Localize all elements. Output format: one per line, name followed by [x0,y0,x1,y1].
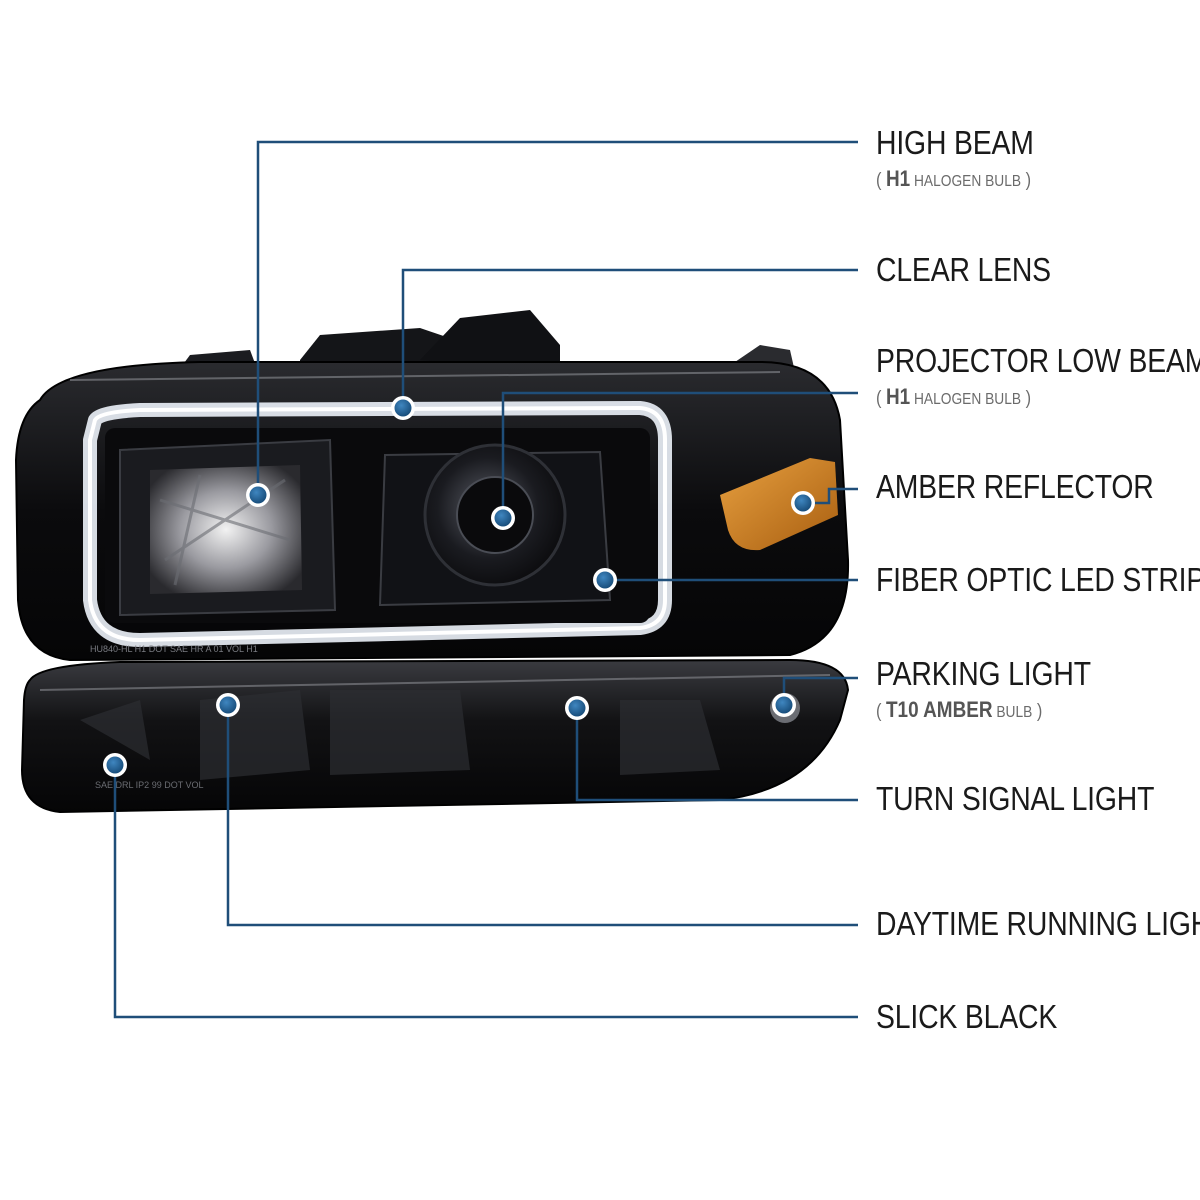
label-high-beam: HIGH BEAM ( H1 HALOGEN BULB ) [876,124,1059,192]
callout-line-projector-low-beam [501,391,858,518]
label-title: DAYTIME RUNNING LIGHT [876,905,1200,942]
callout-line-clear-lens [401,268,858,408]
headlight-marking: HU840-HL H1 DOT SAE HR A 01 VOL H1 [90,644,258,654]
callout-line-slick-black [113,765,858,1019]
label-title: SLICK BLACK [876,998,1058,1035]
callout-dots [103,396,815,777]
label-fiber-optic-led-strip: FIBER OPTIC LED STRIP [876,561,1200,599]
callout-line-turn-signal [575,708,858,802]
label-subtitle: ( T10 AMBER BULB ) [876,697,1043,722]
callout-dot-clear-lens [391,396,415,420]
label-projector-low-beam: PROJECTOR LOW BEAM ( H1 HALOGEN BULB ) [876,342,1200,410]
headlight-housing: HU840-HL H1 DOT SAE HR A 01 VOL H1 [14,361,850,662]
callout-dot-slick-black [103,753,127,777]
label-title: PROJECTOR LOW BEAM [876,342,1200,379]
bumper-light-housing: SAE DRL IP2 99 DOT VOL [20,658,850,814]
label-title: TURN SIGNAL LIGHT [876,780,1155,817]
callout-dot-parking-light [772,693,796,717]
label-subtitle: ( H1 HALOGEN BULB ) [876,384,1032,409]
callout-dot-projector-low-beam [491,506,515,530]
callout-dot-amber-reflector [791,491,815,515]
bumper-marking: SAE DRL IP2 99 DOT VOL [95,780,204,790]
callout-line-high-beam [256,140,858,495]
callout-line-amber-reflector [803,487,858,505]
high-beam-reflector [119,438,337,617]
label-title: AMBER REFLECTOR [876,468,1154,505]
label-slick-black: SLICK BLACK [876,998,1087,1036]
label-parking-light: PARKING LIGHT ( T10 AMBER BULB ) [876,655,1126,723]
label-title: FIBER OPTIC LED STRIP [876,561,1200,598]
callout-dot-fiber-optic [593,568,617,592]
callout-dot-turn-signal [565,696,589,720]
label-title: HIGH BEAM [876,124,1034,161]
label-title: PARKING LIGHT [876,655,1091,692]
amber-reflector-shape [720,458,838,551]
callout-dot-daytime-running [216,693,240,717]
label-amber-reflector: AMBER REFLECTOR [876,468,1199,506]
label-turn-signal-light: TURN SIGNAL LIGHT [876,780,1200,818]
label-daytime-running-light: DAYTIME RUNNING LIGHT [876,905,1200,943]
label-clear-lens: CLEAR LENS [876,251,1079,289]
label-subtitle: ( H1 HALOGEN BULB ) [876,166,1032,191]
callout-dot-high-beam [246,483,270,507]
callout-line-daytime-running [226,705,858,927]
label-title: CLEAR LENS [876,251,1051,288]
callout-lines [113,140,858,1019]
